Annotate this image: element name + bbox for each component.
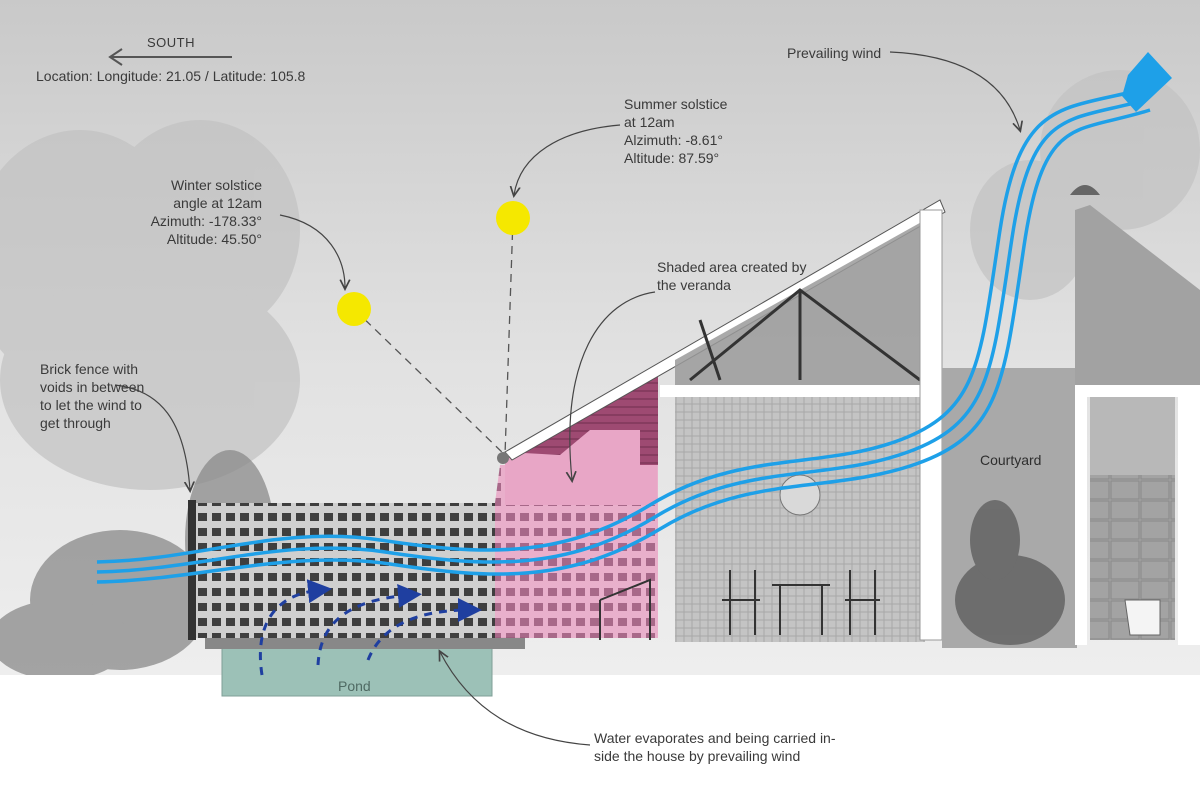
courtyard-label: Courtyard <box>980 452 1042 468</box>
summer-solstice-line: Altitude: 87.59° <box>624 150 720 166</box>
brick-fence-line: to let the wind to <box>40 397 142 413</box>
brick-fence-line: voids in between <box>40 379 145 395</box>
pond-edge <box>205 637 525 649</box>
winter-sun-ray <box>354 309 506 456</box>
wind-arrow-head <box>1122 52 1172 112</box>
winter-solstice-line: angle at 12am <box>173 195 262 211</box>
summer-solstice-line: Summer solstice <box>624 96 728 112</box>
location-label: Location: Longitude: 21.05 / Latitude: 1… <box>36 68 306 84</box>
courtyard-plant <box>955 500 1065 645</box>
summer-sun-icon <box>496 201 530 235</box>
brick-fence-line: get through <box>40 415 111 431</box>
main-house <box>504 199 946 642</box>
winter-solstice-label: Winter solstice angle at 12am Azimuth: -… <box>151 176 262 248</box>
evaporation-line: side the house by prevailing wind <box>594 748 801 764</box>
brick-fence-line: Brick fence with <box>40 361 139 377</box>
winter-solstice-line: Winter solstice <box>170 177 262 193</box>
south-arrow-icon <box>108 48 123 66</box>
ground <box>0 675 1200 785</box>
shaded-area-label: Shaded area created by the veranda <box>657 258 806 294</box>
shaded-leader <box>570 291 656 480</box>
fence-leader <box>114 384 190 490</box>
brick-fence-label: Brick fence with voids in between to let… <box>40 360 144 432</box>
shaded-area-line: the veranda <box>657 277 731 293</box>
veranda-edge-point <box>497 452 509 464</box>
direction-label: SOUTH <box>147 35 195 50</box>
prevailing-wind-label: Prevailing wind <box>787 45 882 61</box>
prevailing-wind-stream <box>96 88 1151 584</box>
summer-leader <box>514 124 621 195</box>
winter-sun-icon <box>337 292 371 326</box>
shaded-area-line: Shaded area created by <box>657 259 807 275</box>
winter-solstice-line: Azimuth: -178.33° <box>150 213 262 229</box>
background-trees <box>0 70 1200 490</box>
evaporation-label: Water evaporates and being carried in- s… <box>594 729 836 765</box>
wind-leader <box>889 51 1020 130</box>
fence-post <box>188 500 196 640</box>
winter-solstice-line: Altitude: 45.50° <box>166 231 262 247</box>
summer-solstice-line: at 12am <box>624 114 675 130</box>
bathroom-block <box>1075 205 1200 645</box>
pond-label: Pond <box>338 678 371 694</box>
evaporation-line: Water evaporates and being carried in- <box>594 730 836 746</box>
evaporation-leader <box>440 652 591 746</box>
evaporation-arrows <box>258 579 482 676</box>
bird <box>1070 185 1100 195</box>
summer-sun-ray <box>504 217 514 456</box>
winter-leader <box>279 214 345 288</box>
summer-solstice-label: Summer solstice at 12am Alzimuth: -8.61°… <box>624 95 727 167</box>
veranda-shaded-wall <box>505 455 657 505</box>
summer-solstice-line: Alzimuth: -8.61° <box>624 132 723 148</box>
